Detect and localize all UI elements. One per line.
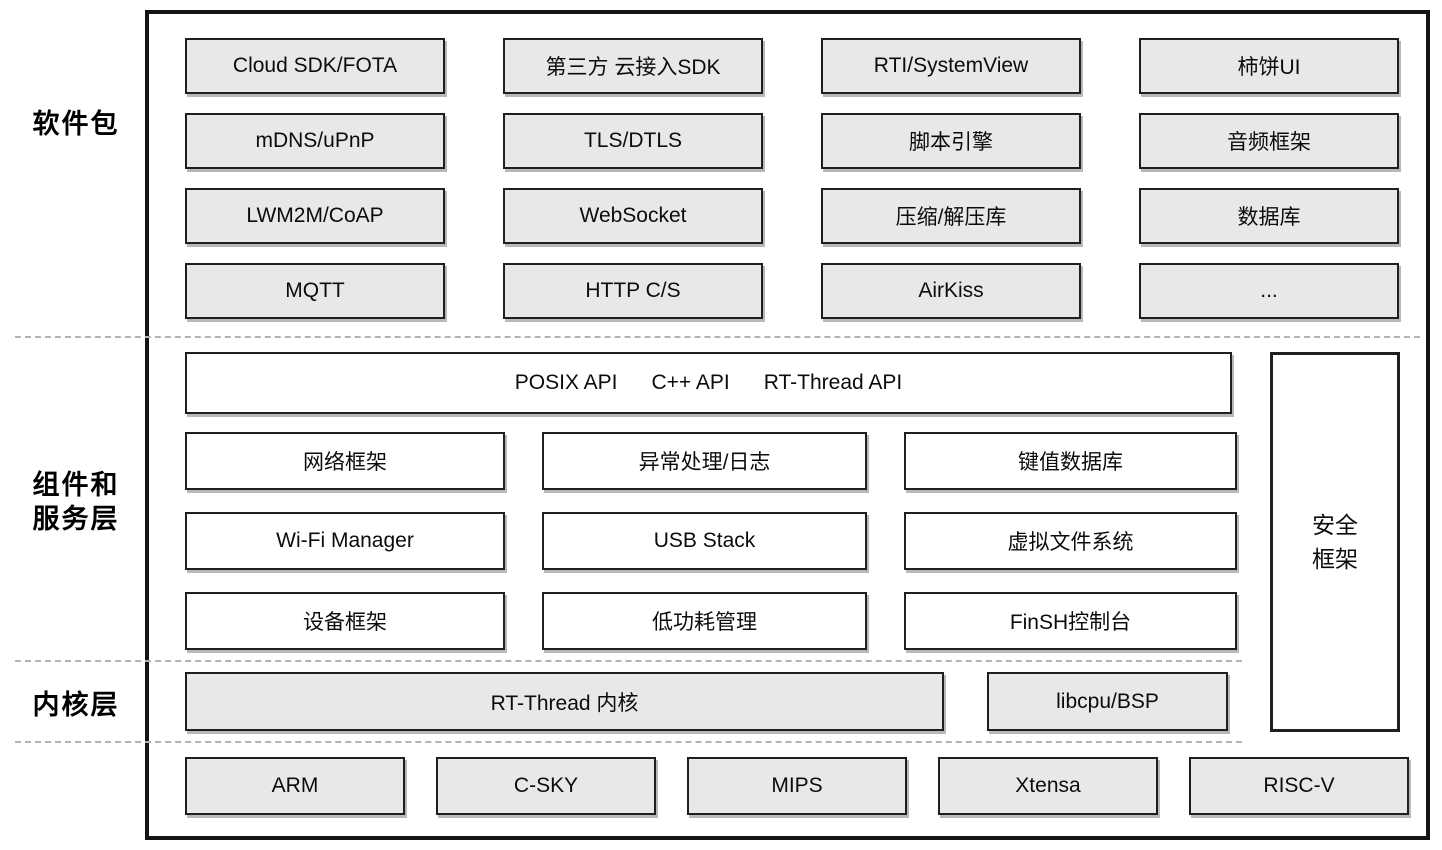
- package-http-cs: HTTP C/S: [503, 263, 763, 319]
- api-posix-label: POSIX API: [514, 371, 618, 394]
- component-kv-database: 键值数据库: [904, 432, 1237, 490]
- component-wifi-manager: Wi-Fi Manager: [185, 512, 505, 570]
- security-framework-line1: 安全: [1312, 512, 1358, 538]
- package-audio-framework: 音频框架: [1139, 113, 1399, 169]
- layer-divider-packages-components: [15, 336, 1420, 338]
- layer-divider-kernel-cpu: [15, 741, 1242, 743]
- layer-divider-components-kernel: [15, 660, 1242, 662]
- api-rt-thread-label: RT-Thread API: [763, 371, 903, 394]
- layer-label-kernel: 内核层: [18, 688, 134, 722]
- software-packages-grid: Cloud SDK/FOTA 第三方 云接入SDK RTI/SystemView…: [185, 38, 1399, 319]
- package-mdns-upnp: mDNS/uPnP: [185, 113, 445, 169]
- layer-label-components: 组件和 服务层: [18, 468, 134, 536]
- component-usb-stack: USB Stack: [542, 512, 867, 570]
- libcpu-bsp-box: libcpu/BSP: [987, 672, 1228, 731]
- cpu-arm: ARM: [185, 757, 405, 815]
- package-tls-dtls: TLS/DTLS: [503, 113, 763, 169]
- package-mqtt: MQTT: [185, 263, 445, 319]
- package-cloud-sdk-fota: Cloud SDK/FOTA: [185, 38, 445, 94]
- package-rti-systemview: RTI/SystemView: [821, 38, 1081, 94]
- package-airkiss: AirKiss: [821, 263, 1081, 319]
- layer-label-components-line2: 服务层: [32, 504, 120, 534]
- api-layer-box: POSIX API C++ API RT-Thread API: [185, 352, 1232, 414]
- package-third-party-cloud-sdk: 第三方 云接入SDK: [503, 38, 763, 94]
- component-low-power-management: 低功耗管理: [542, 592, 867, 650]
- component-device-framework: 设备框架: [185, 592, 505, 650]
- cpu-architectures-row: ARM C-SKY MIPS Xtensa RISC-V: [185, 757, 1409, 815]
- package-websocket: WebSocket: [503, 188, 763, 244]
- package-script-engine: 脚本引擎: [821, 113, 1081, 169]
- package-compression-library: 压缩/解压库: [821, 188, 1081, 244]
- layer-label-packages: 软件包: [18, 107, 134, 141]
- component-virtual-file-system: 虚拟文件系统: [904, 512, 1237, 570]
- component-exception-handling-log: 异常处理/日志: [542, 432, 867, 490]
- cpu-risc-v: RISC-V: [1189, 757, 1409, 815]
- package-persimmon-ui: 柿饼UI: [1139, 38, 1399, 94]
- diagram-outer-border: [145, 10, 1430, 840]
- components-services-grid: 网络框架 异常处理/日志 键值数据库 Wi-Fi Manager USB Sta…: [185, 432, 1237, 650]
- component-network-framework: 网络框架: [185, 432, 505, 490]
- package-lwm2m-coap: LWM2M/CoAP: [185, 188, 445, 244]
- security-framework-box: 安全 框架: [1270, 352, 1400, 732]
- api-cpp-label: C++ API: [651, 371, 730, 394]
- security-framework-line2: 框架: [1312, 546, 1358, 572]
- cpu-mips: MIPS: [687, 757, 907, 815]
- rt-thread-kernel-box: RT-Thread 内核: [185, 672, 944, 731]
- package-more-ellipsis: ...: [1139, 263, 1399, 319]
- package-database: 数据库: [1139, 188, 1399, 244]
- cpu-xtensa: Xtensa: [938, 757, 1158, 815]
- layer-label-packages-text: 软件包: [32, 109, 120, 139]
- cpu-c-sky: C-SKY: [436, 757, 656, 815]
- layer-label-kernel-text: 内核层: [32, 690, 120, 720]
- layer-label-components-line1: 组件和: [32, 470, 120, 500]
- component-finsh-console: FinSH控制台: [904, 592, 1237, 650]
